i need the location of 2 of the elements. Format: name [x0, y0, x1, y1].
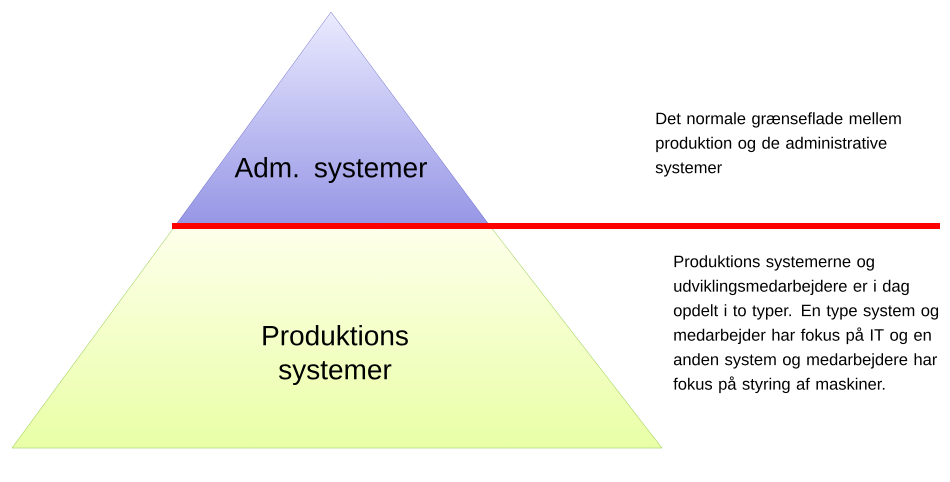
- pyramid-section: Adm. systemer: [174, 12, 490, 226]
- note-text: Det normale grænseflade mellem produktion og de administrative systemer: [656, 112, 901, 177]
